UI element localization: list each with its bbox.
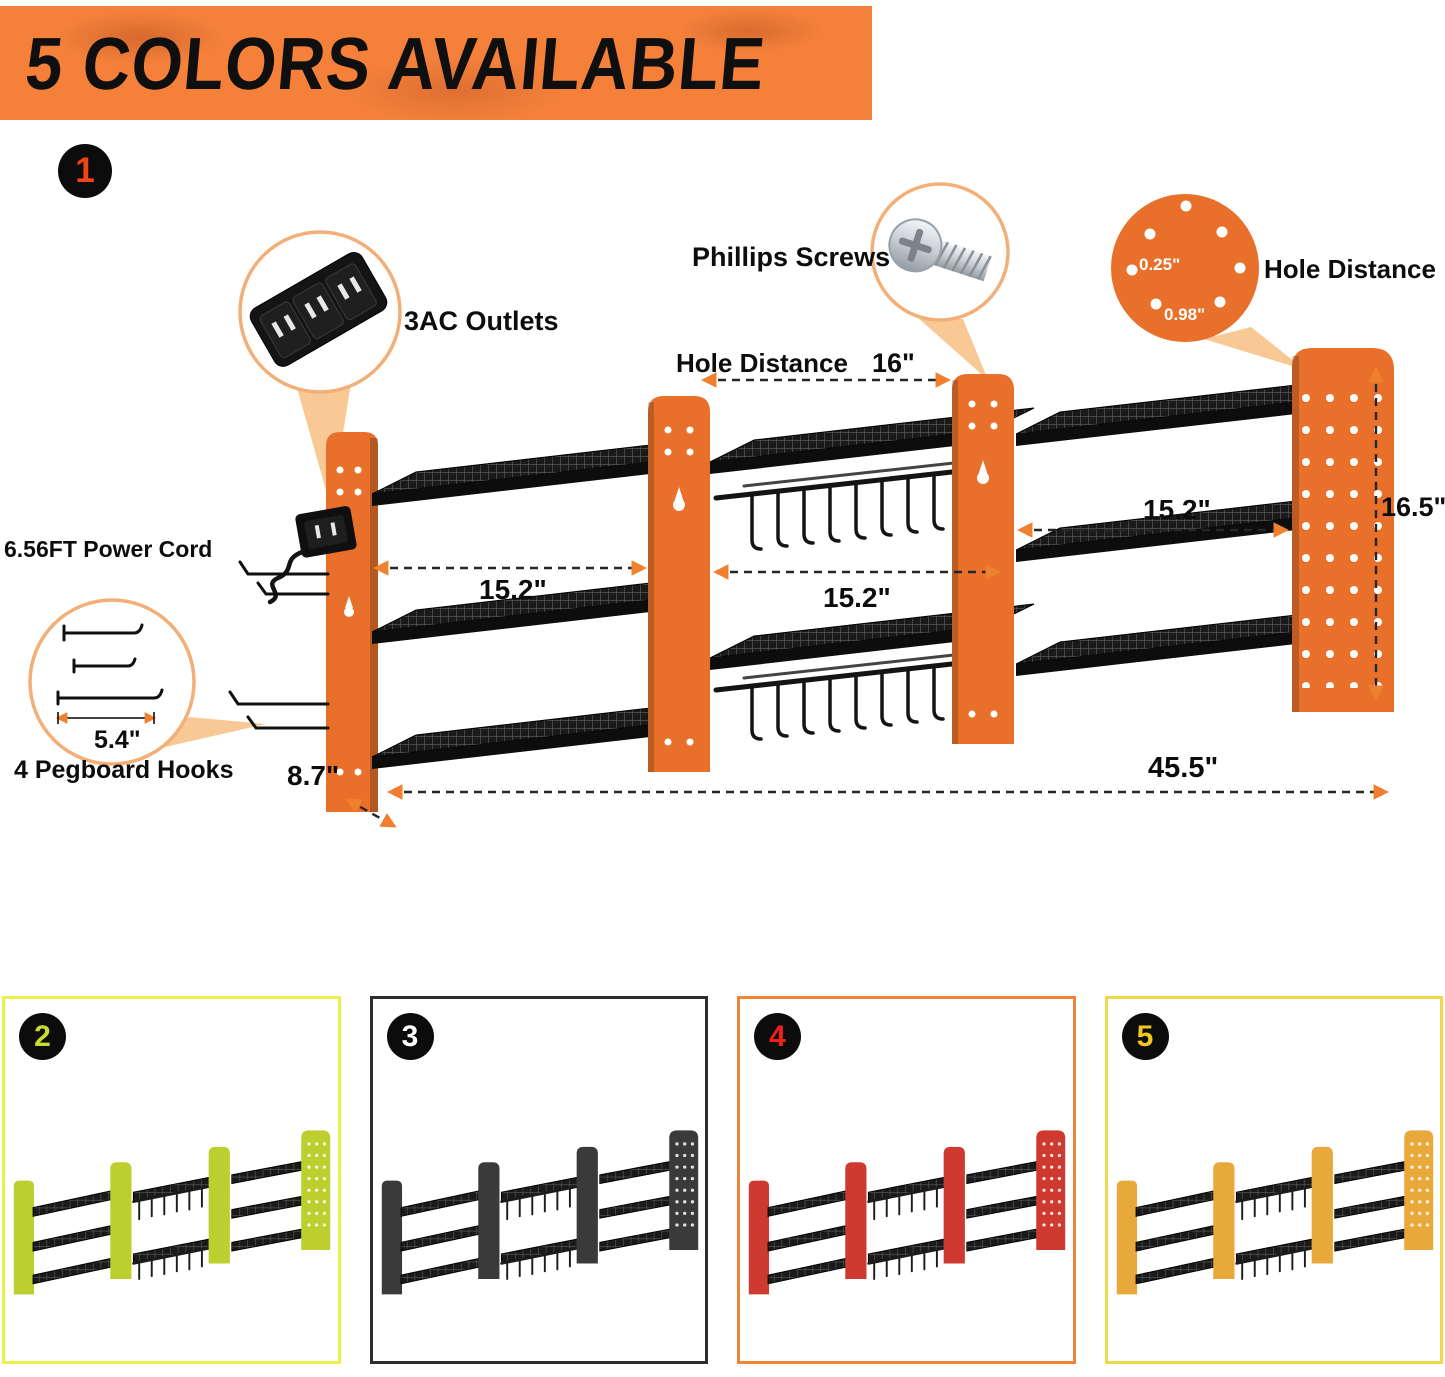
hole-distance-callout-icon <box>1111 194 1259 342</box>
dimension-arrows <box>345 366 1390 828</box>
tool-slots-bottom <box>713 651 974 741</box>
pegboard-hooks-label: 4 Pegboard Hooks <box>14 756 234 784</box>
phillips-screw-callout-icon <box>870 182 1010 322</box>
pegboard-hooks-callout-icon <box>28 598 196 766</box>
phillips-screws-label: Phillips Screws <box>692 242 891 272</box>
diagram-scene <box>28 182 1394 828</box>
outlets-label: 3AC Outlets <box>404 306 559 336</box>
rack-illustration <box>228 348 1394 812</box>
shelf-right-dimension: 15.2" <box>1143 494 1211 525</box>
mini-rack-black <box>376 1115 704 1308</box>
variant-5-number: 5 <box>1136 1019 1154 1053</box>
outlets-callout-icon <box>238 230 402 394</box>
variant-card-2: 2 <box>2 996 341 1364</box>
power-cord-label: 6.56FT Power Cord <box>4 536 213 562</box>
variant-card-3: 3 <box>369 996 708 1364</box>
color-variants-row: 2 3 4 5 <box>2 996 1443 1364</box>
hole-distance-label-right: Hole Distance <box>1264 254 1436 284</box>
variant-4-number: 4 <box>769 1019 786 1053</box>
hole-large-dimension: 0.98" <box>1164 305 1206 324</box>
hole-small-dimension: 0.25" <box>1139 255 1181 274</box>
panel-height-dimension: 16.5" <box>1381 492 1445 522</box>
variant-2-badge: 2 <box>19 1013 66 1060</box>
hole-distance-dimension: Hole Distance 16" <box>676 348 915 379</box>
pegboard-hooks-illustration <box>228 560 330 730</box>
shelf-left-dimension: 15.2" <box>479 574 547 605</box>
variant-4-badge: 4 <box>754 1013 801 1060</box>
mini-rack-yellow <box>1111 1115 1439 1308</box>
banner-title: 5 COLORS AVAILABLE <box>22 21 769 105</box>
variant-3-number: 3 <box>401 1019 419 1053</box>
variant-3-badge: 3 <box>386 1013 434 1060</box>
total-width-dimension: 45.5" <box>1148 752 1219 784</box>
shelf-middle-dimension: 15.2" <box>823 582 891 613</box>
colors-available-banner: 5 COLORS AVAILABLE <box>0 6 872 120</box>
variant-2-number: 2 <box>34 1019 51 1053</box>
callout-pointers <box>152 317 1305 750</box>
depth-dimension: 8.7" <box>287 760 340 791</box>
variant-1-number: 1 <box>75 151 95 190</box>
variant-5-badge: 5 <box>1121 1013 1169 1060</box>
mini-rack-red <box>743 1115 1071 1308</box>
hole-distance-label-top: Hole Distance <box>676 348 848 378</box>
hook-length-dimension: 5.4" <box>94 726 141 754</box>
product-diagram: 3AC Outlets Phillips Screws Hole Distanc… <box>4 182 1445 828</box>
variant-card-4: 4 <box>737 996 1076 1364</box>
tool-slots-top <box>713 459 974 551</box>
mini-rack-green <box>8 1115 336 1308</box>
variant-1-badge: 1 <box>58 144 112 198</box>
variant-card-5: 5 <box>1104 996 1443 1364</box>
hole-distance-value: 16" <box>871 348 915 378</box>
